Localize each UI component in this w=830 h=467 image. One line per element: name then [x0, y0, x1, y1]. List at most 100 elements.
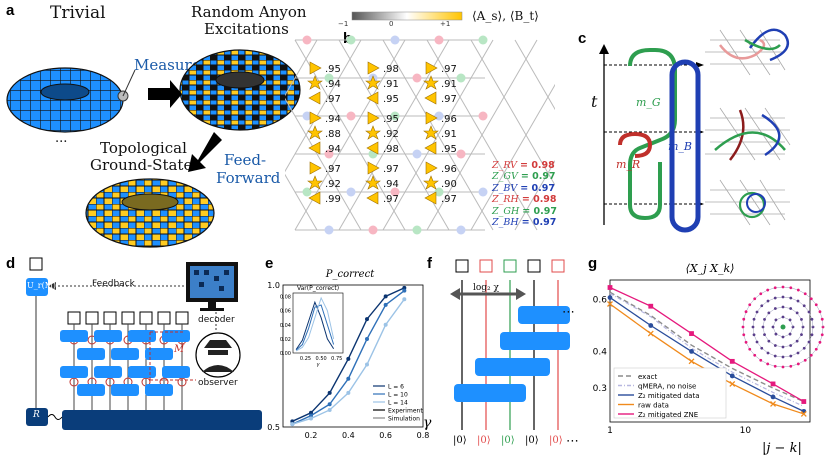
data-point — [770, 394, 776, 400]
mR-label: m_R — [616, 158, 641, 171]
ground-state-label: Ground-State — [90, 156, 193, 174]
y-tick-label: 1.0 — [267, 281, 280, 290]
mera-network-inset — [741, 285, 825, 369]
feedback-unitary — [26, 278, 48, 296]
circuit-gate — [162, 330, 190, 342]
data-point — [346, 356, 351, 361]
trivial-label: Trivial — [50, 3, 106, 23]
lattice-vertex — [456, 225, 466, 235]
lattice-vertex — [368, 225, 378, 235]
data-point — [383, 302, 388, 307]
data-point — [770, 400, 776, 407]
dots-top: ⋯ — [562, 305, 575, 320]
lattice-vertex — [412, 149, 422, 159]
lattice-vertex — [412, 73, 422, 83]
ket-label: |0⟩ — [501, 435, 515, 446]
ellipsis: ... — [55, 131, 68, 146]
plaquette-value: .91 — [383, 79, 399, 90]
colorbar — [351, 11, 463, 21]
inset-y-tick: 0.06 — [280, 309, 291, 315]
plaquette-marker — [309, 111, 322, 125]
lattice-vertex — [346, 35, 356, 45]
plaquette-marker — [425, 111, 438, 125]
panel-e-letter: e — [265, 255, 274, 272]
ket-label: |0⟩ — [525, 435, 539, 446]
inset-y-tick: 0.08 — [280, 295, 291, 301]
data-point — [688, 358, 695, 365]
lattice-vertex — [456, 73, 466, 83]
data-point — [607, 295, 613, 300]
measure-label: Measure — [134, 56, 201, 74]
x-tick-label: 0.4 — [342, 431, 355, 440]
lattice-vertex — [478, 111, 488, 121]
circuit-gate — [94, 330, 122, 342]
plaquette-value: .97 — [325, 94, 341, 105]
x-tick-label: 1 — [607, 426, 613, 436]
panel-d-graphics — [26, 257, 262, 430]
plaquette-marker — [423, 75, 439, 90]
plaquette-value: .98 — [383, 144, 399, 155]
plaquette-value: .97 — [383, 164, 399, 175]
y-tick-label: 0.3 — [593, 384, 607, 394]
circuit-gate — [162, 366, 190, 378]
plaquette-marker — [425, 161, 438, 175]
legend-label: Z₂ mitigated data — [638, 392, 700, 400]
circuit-gate — [77, 384, 105, 396]
legend-label: L = 6 — [388, 384, 404, 391]
plaquette-marker — [423, 125, 439, 140]
z-label: Z_RV = 0.98 — [492, 160, 555, 171]
plaquette-marker — [367, 111, 380, 125]
z-label: Z_RH = 0.98 — [492, 194, 557, 206]
data-point — [729, 380, 736, 387]
data-point — [402, 297, 407, 302]
plaquette-value: .94 — [325, 79, 341, 90]
circuit-gate — [128, 330, 156, 342]
data-point — [346, 376, 351, 381]
plaquette-value: .94 — [383, 179, 399, 190]
measurement-icon — [503, 259, 517, 273]
cb-tick-mid: 0 — [389, 20, 394, 28]
data-point — [365, 317, 369, 322]
feedback-label: Feedback — [92, 279, 135, 289]
plaquette-marker — [424, 141, 437, 155]
circuit-gate — [77, 348, 105, 360]
circuit-gate — [111, 384, 139, 396]
cb-tick-max: +1 — [440, 20, 451, 28]
circuit-gate — [145, 384, 173, 396]
z-label: Z_GH = 0.97 — [492, 205, 557, 217]
plaquette-marker — [425, 61, 438, 75]
series-line — [609, 291, 805, 403]
data-point — [607, 301, 613, 307]
legend-label: Experiment — [388, 408, 423, 415]
data-point — [648, 303, 654, 309]
measurement-icon — [175, 311, 189, 325]
legend-label: Simulation — [388, 416, 420, 423]
x-axis-label: |j − k| — [762, 441, 802, 456]
M-label: M — [174, 344, 185, 355]
ground-state-torus — [85, 178, 215, 248]
y-tick-label: 0.6 — [593, 296, 608, 306]
legend-label: exact — [638, 373, 657, 381]
panel-d-letter: d — [6, 255, 16, 272]
data-point — [309, 416, 313, 421]
measurement-icon — [67, 311, 81, 325]
lattice-vertex — [434, 187, 444, 197]
data-point — [402, 285, 407, 290]
plaquette-value: .95 — [441, 144, 457, 155]
R-label: R — [33, 410, 40, 420]
mps-tensor-3 — [475, 358, 550, 376]
measurement-icon — [455, 259, 469, 273]
plaquette-marker — [424, 91, 437, 105]
ket-label: |0⟩ — [477, 435, 491, 446]
data-point — [689, 331, 694, 336]
R-block — [26, 408, 48, 426]
lattice-vertex — [390, 35, 400, 45]
data-point — [365, 362, 369, 367]
t-label: t — [591, 92, 598, 111]
plaquette-value: .91 — [441, 79, 457, 90]
plaquette-value: .97 — [441, 64, 457, 75]
measurement-icon — [527, 259, 541, 273]
axes-frame — [282, 284, 424, 428]
inset-x-label: γ — [317, 362, 321, 368]
